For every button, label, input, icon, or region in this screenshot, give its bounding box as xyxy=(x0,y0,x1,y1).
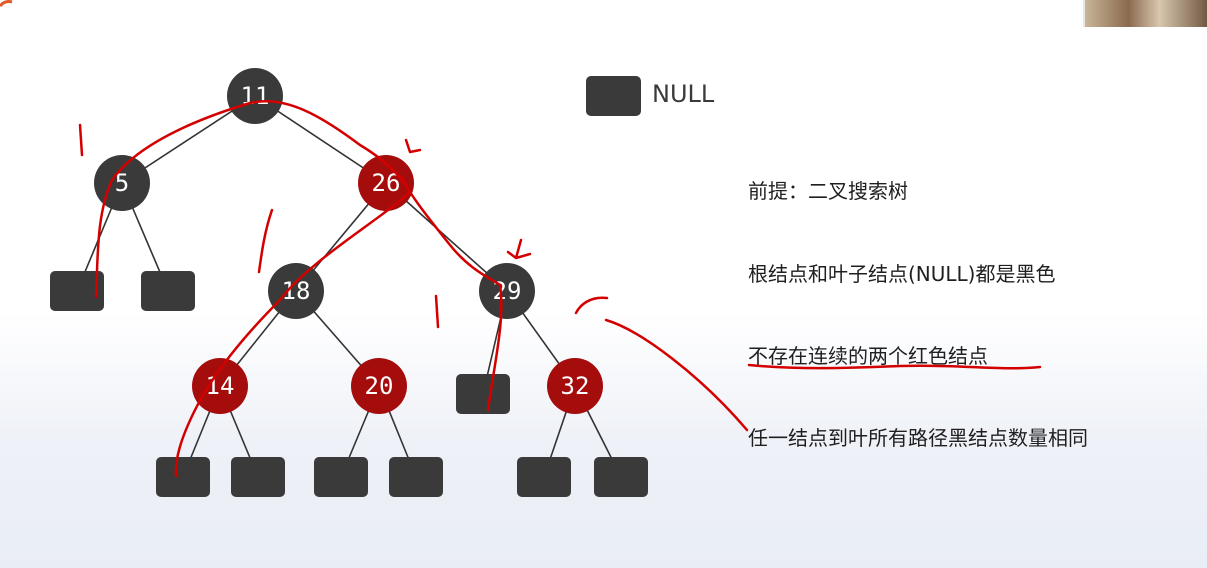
node-circle xyxy=(268,263,324,319)
null-leaf-node xyxy=(141,271,195,311)
node-circle xyxy=(94,155,150,211)
null-leaf-node xyxy=(231,457,285,497)
webcam-overlay xyxy=(1083,0,1207,27)
node-label: 14 xyxy=(206,372,235,400)
tree-node-20: 20 xyxy=(351,358,407,414)
rule-equal-black-height: 任一结点到叶所有路径黑结点数量相同 xyxy=(748,426,1088,450)
rule-no-consecutive-red: 不存在连续的两个红色结点 xyxy=(748,344,988,368)
node-circle xyxy=(192,358,248,414)
null-leaf-node xyxy=(456,374,510,414)
node-circle xyxy=(547,358,603,414)
node-circle xyxy=(227,68,283,124)
null-leaf-node xyxy=(389,457,443,497)
null-leaf-node xyxy=(517,457,571,497)
node-label: 5 xyxy=(115,169,129,197)
node-circle xyxy=(479,263,535,319)
node-label: 20 xyxy=(365,372,394,400)
node-circle xyxy=(351,358,407,414)
node-label: 29 xyxy=(493,277,522,305)
app-logo-icon xyxy=(0,0,13,8)
tree-node-14: 14 xyxy=(192,358,248,414)
tree-node-26: 26 xyxy=(358,155,414,211)
legend-null-swatch xyxy=(586,76,641,116)
null-leaf-node xyxy=(156,457,210,497)
rule-root-and-leaf-black: 根结点和叶子结点(NULL)都是黑色 xyxy=(748,262,1056,286)
tree-node-5: 5 xyxy=(94,155,150,211)
null-leaf-node xyxy=(50,271,104,311)
node-circle xyxy=(358,155,414,211)
handwritten-annotations xyxy=(78,100,1042,478)
rule-premise: 前提：二叉搜索树 xyxy=(748,179,908,203)
null-leaf-node xyxy=(314,457,368,497)
tree-node-32: 32 xyxy=(547,358,603,414)
tree-node-11: 11 xyxy=(227,68,283,124)
legend-null-label: NULL xyxy=(652,80,715,108)
tree-node-18: 18 xyxy=(268,263,324,319)
null-leaf-node xyxy=(594,457,648,497)
tree-node-29: 29 xyxy=(479,263,535,319)
node-label: 32 xyxy=(561,372,590,400)
